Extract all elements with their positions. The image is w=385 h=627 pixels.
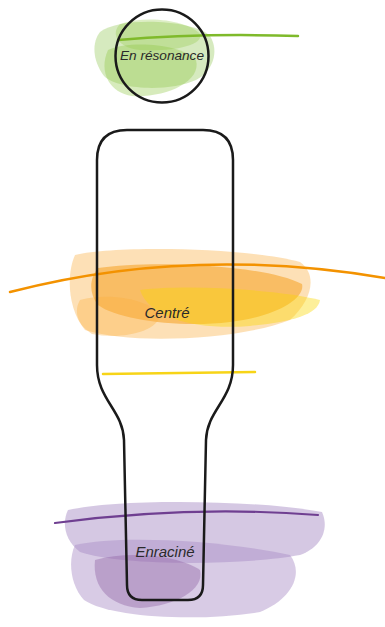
body-outline [97, 130, 233, 600]
orange-wash [10, 249, 385, 374]
band-label: Enraciné [135, 543, 194, 561]
head-circle-line [116, 10, 209, 103]
band-label: En résonance [120, 48, 204, 64]
root-band: Enraciné [130, 537, 200, 567]
band-label: Centré [144, 304, 189, 322]
yellow-patch [140, 288, 320, 327]
orange-stroke [10, 264, 385, 292]
green-stroke [118, 35, 298, 40]
purple-patch [71, 540, 296, 618]
head-circle: En résonance [114, 8, 210, 104]
purple-stroke [55, 511, 318, 523]
centre-band: Centré [107, 293, 227, 333]
